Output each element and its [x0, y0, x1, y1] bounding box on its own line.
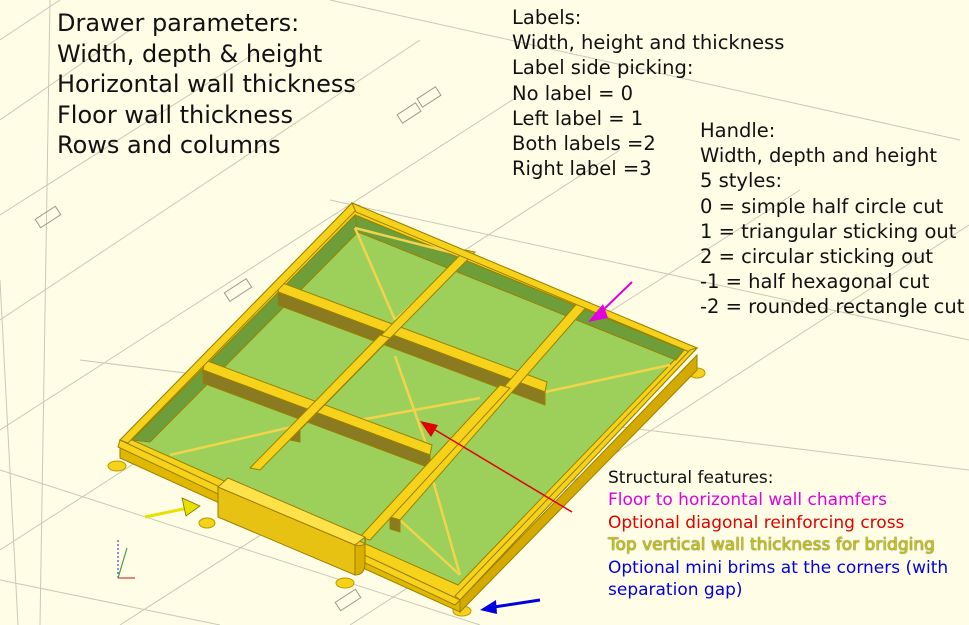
- drawer-handle: [217, 477, 366, 576]
- handle-line: Width, depth and height: [700, 144, 938, 168]
- labels-line: Left label = 1: [512, 106, 644, 130]
- handle-line: 5 styles:: [700, 169, 783, 193]
- labels-info-text: Labels: Width, height and thickness Labe…: [512, 5, 784, 181]
- blue-arrow-icon: [480, 598, 541, 614]
- magenta-arrow-icon: [588, 281, 633, 322]
- drawer-params-line: Drawer parameters:: [57, 9, 300, 37]
- structural-heading: Structural features:: [608, 468, 774, 488]
- labels-line: Labels:: [512, 6, 582, 29]
- yellow-arrow-icon: [144, 497, 201, 519]
- structural-features-text: Structural features: Floor to horizontal…: [608, 467, 948, 601]
- feature-chamfers: Floor to horizontal wall chamfers: [608, 490, 887, 511]
- labels-line: Label side picking:: [512, 56, 694, 80]
- drawer-params-line: Horizontal wall thickness: [57, 70, 356, 98]
- drawer-params-line: Width, depth & height: [57, 39, 323, 68]
- corner-brims: [107, 367, 706, 617]
- labels-line: No label = 0: [512, 81, 634, 105]
- handle-line: 1 = triangular sticking out: [700, 219, 957, 243]
- handle-line: Handle:: [700, 119, 776, 142]
- feature-diagonal-cross: Optional diagonal reinforcing cross: [608, 512, 905, 533]
- drawer-params-line: Floor wall thickness: [57, 100, 294, 129]
- handle-line: 2 = circular sticking out: [700, 245, 934, 269]
- handle-line: -2 = rounded rectangle cut: [700, 295, 965, 319]
- drawer-params-line: Rows and columns: [57, 131, 281, 159]
- handle-info-text: Handle: Width, depth and height 5 styles…: [700, 118, 964, 320]
- drawer-parameters-text: Drawer parameters: Width, depth & height…: [57, 8, 356, 161]
- red-arrow-icon: [420, 421, 573, 513]
- grid-labels: [34, 86, 442, 612]
- handle-line: 0 = simple half circle cut: [700, 194, 944, 218]
- labels-line: Right label =3: [512, 157, 652, 181]
- handle-line: -1 = half hexagonal cut: [700, 270, 930, 294]
- labels-line: Width, height and thickness: [512, 31, 785, 55]
- feature-bridging-thickness: Top vertical wall thickness for bridging: [608, 535, 935, 556]
- feature-mini-brims-cont: separation gap): [608, 580, 743, 601]
- axes-icon: [117, 540, 135, 579]
- labels-line: Both labels =2: [512, 132, 656, 156]
- feature-mini-brims: Optional mini brims at the corners (with: [608, 557, 949, 578]
